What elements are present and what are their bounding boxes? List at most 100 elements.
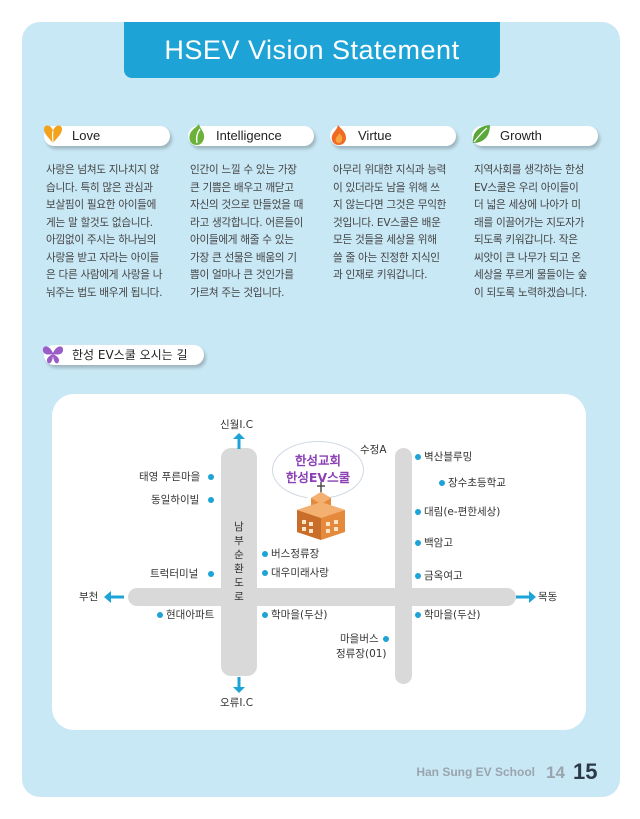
text-line: 되도록 키워갑니다. 작은 <box>474 234 578 246</box>
road-name-char: 로 <box>234 591 244 603</box>
sprout-icon <box>189 124 205 145</box>
label-hyundai: 현대아파트 <box>166 609 215 621</box>
callout-school: 한성EV스쿨 <box>285 470 351 485</box>
label-baekam-high: 백암고 <box>424 537 453 549</box>
arrow-left-icon <box>104 591 124 603</box>
text-line: 보살핌이 필요한 아이들에 <box>46 199 157 211</box>
text-line: 쓸 줄 아는 진정한 지식인 <box>333 251 440 264</box>
label-baeksan: 벽산블루밍 <box>424 451 473 463</box>
label-geumok-high: 금옥여고 <box>424 570 463 582</box>
label-mokdong: 목동 <box>538 591 558 603</box>
text-line: 아무리 위대한 지식과 능력 <box>333 164 447 176</box>
label-orui-ic: 오류I.C <box>220 697 254 709</box>
label-sinwol-ic: 신월I.C <box>220 419 254 431</box>
road-name-char: 환 <box>234 563 244 575</box>
road-name-char: 도 <box>234 577 244 589</box>
road-right-vertical <box>395 448 412 684</box>
road-namboo <box>221 448 257 676</box>
marker-dot <box>157 612 163 618</box>
road-horizontal <box>128 588 516 606</box>
label-truck-terminal: 트럭터미널 <box>150 568 199 580</box>
text-line: 지역사회를 생각하는 한성 <box>474 164 585 176</box>
heading-intelligence: Intelligence <box>216 128 282 143</box>
label-daewoo: 대우미래사랑 <box>271 567 329 579</box>
heading-pill-growth <box>472 126 598 146</box>
text-line: 아낌없이 주시는 하나님의 <box>46 234 157 246</box>
butterfly-icon <box>42 346 64 364</box>
marker-dot <box>208 571 214 577</box>
text-line: 씨앗이 큰 나무가 되고 온 <box>474 251 581 264</box>
marker-dot <box>415 612 421 618</box>
text-line: 눠주는 법도 배우게 됩니다. <box>46 286 163 299</box>
label-village-bus-stop: 정류장(01) <box>336 648 387 660</box>
text-line: 래를 이끌어가는 지도자가 <box>474 216 585 229</box>
heart-leaf-icon <box>44 125 62 145</box>
heading-pill-virtue <box>330 126 456 146</box>
text-line: 가장 큰 선물은 배움의 기 <box>190 251 297 264</box>
label-bus-stop: 버스정류장 <box>271 548 320 560</box>
marker-dot <box>262 570 268 576</box>
marker-dot <box>415 509 421 515</box>
marker-dot <box>415 573 421 579</box>
text-line: 사랑을 받고 자라는 아이들 <box>46 251 160 264</box>
label-taeyoung: 태영 푸른마을 <box>139 471 201 483</box>
label-hakmaeul-right: 학마을(두산) <box>424 609 481 621</box>
text-line: 아이들에게 해줄 수 있는 <box>190 234 294 246</box>
marker-dot <box>262 612 268 618</box>
arrow-down-icon <box>233 677 245 693</box>
text-line: 것입니다. EV스쿨은 배운 <box>333 216 441 229</box>
text-line: 습니다. 특히 많은 관심과 <box>46 181 153 194</box>
heading-growth: Growth <box>500 128 542 143</box>
marker-dot <box>415 540 421 546</box>
text-line: 사랑은 넘쳐도 지나치지 않 <box>46 164 160 176</box>
text-line: 게는 말 할것도 없습니다. <box>46 216 153 229</box>
arrow-up-icon <box>233 433 245 449</box>
page-title: HSEV Vision Statement <box>124 22 500 78</box>
heading-love: Love <box>72 128 101 143</box>
label-hakmaeul-left: 학마을(두산) <box>271 609 328 621</box>
label-jangsu-school: 장수초등학교 <box>448 477 506 489</box>
school-building-icon <box>297 482 345 540</box>
text-line: 이 있더라도 남을 위해 쓰 <box>333 181 440 194</box>
label-bucheon: 부천 <box>79 591 99 603</box>
callout-church: 한성교회 <box>294 453 341 468</box>
column-text-virtue: 아무리 위대한 지식과 능력 이 있더라도 남을 위해 쓰 지 않는다면 그것은… <box>333 162 459 285</box>
road-name-namboo: 남 부 순 환 도 로 <box>232 520 246 604</box>
page-number-left: 14 <box>546 763 565 782</box>
text-line: 라고 생각합니다. 어른들이 <box>190 216 304 229</box>
label-dongil: 동일하이빌 <box>151 494 200 506</box>
leaf-icon <box>472 125 490 143</box>
column-text-growth: 지역사회를 생각하는 한성 EV스쿨은 우리 아이들이 더 넓은 세상에 나아가… <box>474 162 600 302</box>
heading-pill-intelligence <box>188 126 314 146</box>
arrow-right-icon <box>516 591 536 603</box>
label-sujeong-a: 수정A <box>360 444 387 456</box>
footer-school-name: Han Sung EV School <box>416 765 535 779</box>
text-line: 모든 것들을 세상을 위해 <box>333 234 437 246</box>
text-line: 지 않는다면 그것은 무익한 <box>333 199 447 211</box>
text-line: 이 되도록 노력하겠습니다. <box>474 286 588 299</box>
text-line: 더 넓은 세상에 나아가 미 <box>474 199 581 211</box>
column-text-intelligence: 인간이 느낄 수 있는 가장 큰 기쁨은 배우고 깨닫고 자신의 것으로 만들었… <box>190 162 316 302</box>
heading-virtue: Virtue <box>358 128 392 143</box>
text-line: 세상을 푸르게 물들이는 숲 <box>474 269 588 281</box>
text-line: 은 다른 사람에게 사랑을 나 <box>46 269 163 281</box>
heading-pill-directions <box>44 345 204 365</box>
text-line: 과 인재로 키워갑니다. <box>333 269 428 281</box>
marker-dot <box>415 454 421 460</box>
road-name-char: 순 <box>234 549 244 561</box>
text-line: 큰 기쁨은 배우고 깨닫고 <box>190 181 294 194</box>
text-line: 쁨이 얼마나 큰 것인가를 <box>190 269 294 281</box>
label-daerim: 대림(e-편한세상) <box>424 506 501 518</box>
flame-icon <box>331 125 346 145</box>
text-line: 인간이 느낄 수 있는 가장 <box>190 164 297 176</box>
column-text-love: 사랑은 넘쳐도 지나치지 않 습니다. 특히 많은 관심과 보살핌이 필요한 아… <box>46 162 172 302</box>
label-village-bus: 마을버스 <box>340 633 379 645</box>
road-name-char: 부 <box>234 535 244 547</box>
directions-heading: 한성 EV스쿨 오시는 길 <box>72 348 188 362</box>
marker-dot <box>208 474 214 480</box>
school-callout-bubble: 한성교회 한성EV스쿨 <box>272 441 364 499</box>
page-number-right: 15 <box>573 759 598 784</box>
road-name-char: 남 <box>234 521 244 533</box>
marker-dot <box>383 636 389 642</box>
text-line: 가르쳐 주는 것입니다. <box>190 286 285 299</box>
